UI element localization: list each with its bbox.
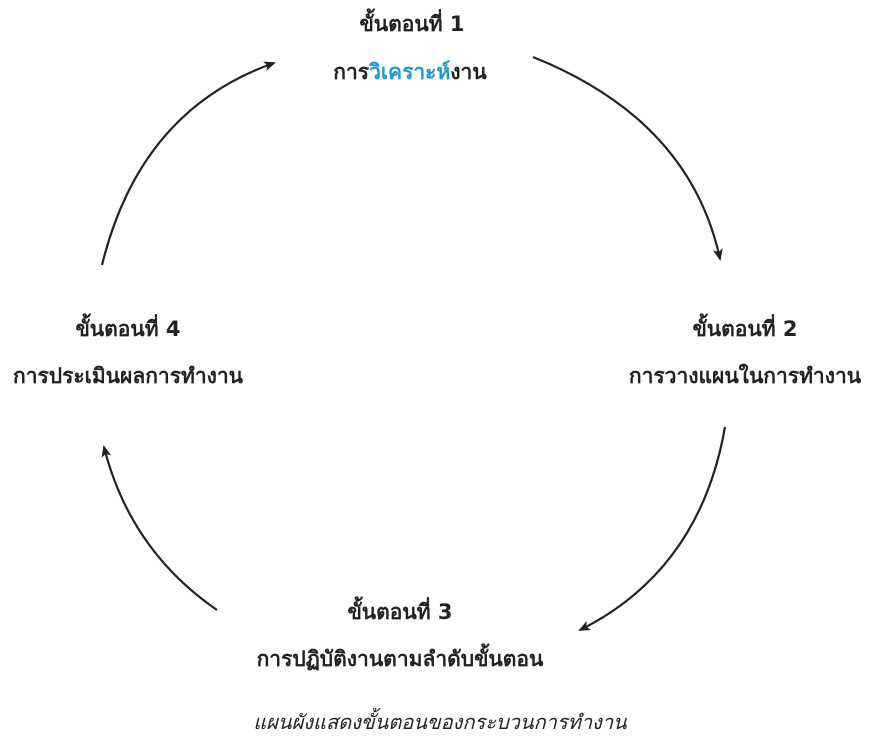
step-3-description: การปฏิบัติงานตามลำดับขั้นตอน <box>256 647 544 671</box>
step-4-description: การประเมินผลการทำงาน <box>12 364 244 388</box>
step-2-title: ขั้นตอนที่ 2 <box>692 317 798 341</box>
arrow-step3-to-step4 <box>101 445 218 611</box>
step-2-description: การวางแผนในการทำงาน <box>628 364 862 388</box>
step-1-desc-prefix: การ <box>333 60 370 84</box>
step-4-title: ขั้นตอนที่ 4 <box>75 317 181 341</box>
step-1-desc-highlight: วิเคราะห์ <box>369 60 451 84</box>
arrow-step1-to-step2 <box>532 55 723 261</box>
step-1-desc-suffix: งาน <box>450 60 487 84</box>
step-1-description: การวิเคราะห์งาน <box>333 56 486 89</box>
step-1-title: ขั้นตอนที่ 1 <box>359 12 465 36</box>
arrow-step4-to-step1 <box>100 61 276 266</box>
arrow-step2-to-step3 <box>578 426 727 631</box>
step-3-title: ขั้นตอนที่ 3 <box>347 600 453 624</box>
diagram-caption: แผนผังแสดงขั้นตอนของกระบวนการทำงาน <box>253 710 627 734</box>
